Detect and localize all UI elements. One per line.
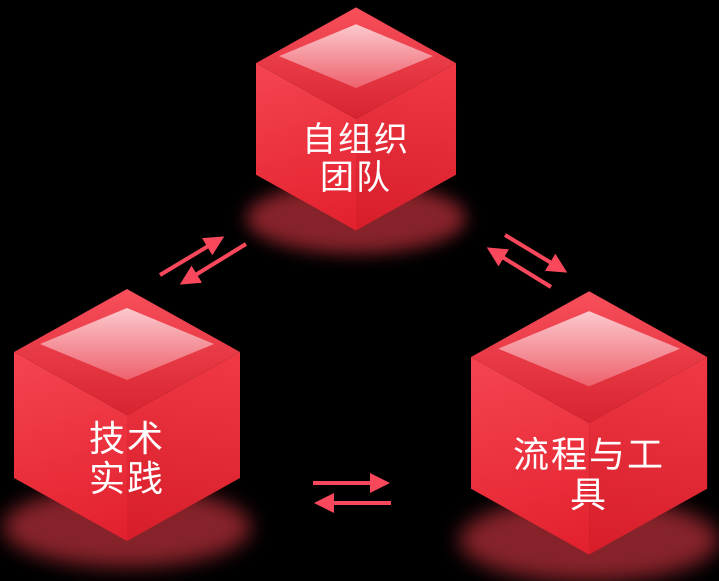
label-line: 自组织 (302, 121, 410, 159)
label-line: 具 (569, 474, 608, 515)
edge-arrows-layer (158, 233, 568, 513)
label-line: 团队 (320, 159, 392, 197)
arrow-right-pair-down-icon (503, 233, 568, 273)
arrow-left-pair-down-icon (179, 242, 248, 285)
label-line: 流程与工 (512, 434, 665, 475)
node-label-technical-practices: 技术 实践 (14, 419, 240, 499)
arrow-left-pair-up-icon (158, 236, 225, 277)
node-label-process-and-tools: 流程与工 具 (471, 435, 707, 515)
label-line: 实践 (88, 458, 165, 499)
node-label-self-organizing-team: 自组织 团队 (256, 121, 456, 197)
label-line: 技术 (88, 418, 165, 459)
arrow-right-pair-up-icon (486, 247, 553, 289)
